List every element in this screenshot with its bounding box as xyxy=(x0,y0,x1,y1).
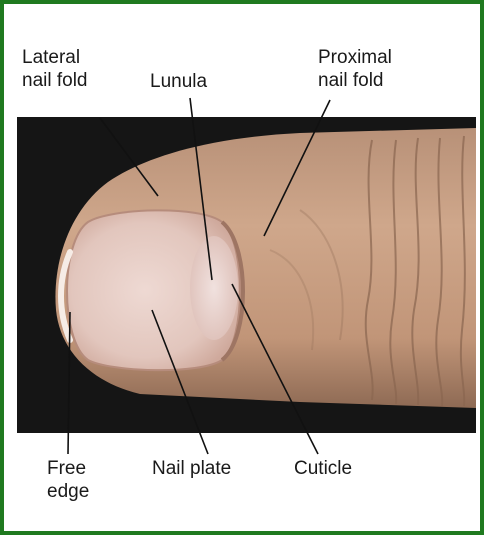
label-lunula: Lunula xyxy=(150,70,207,93)
label-free-edge: Free edge xyxy=(47,457,89,503)
label-cuticle: Cuticle xyxy=(294,457,352,480)
lunula-shape xyxy=(190,236,238,340)
label-lateral-nail-fold: Lateral nail fold xyxy=(22,46,88,92)
label-proximal-nail-fold: Proximal nail fold xyxy=(318,46,392,92)
label-nail-plate: Nail plate xyxy=(152,457,231,480)
